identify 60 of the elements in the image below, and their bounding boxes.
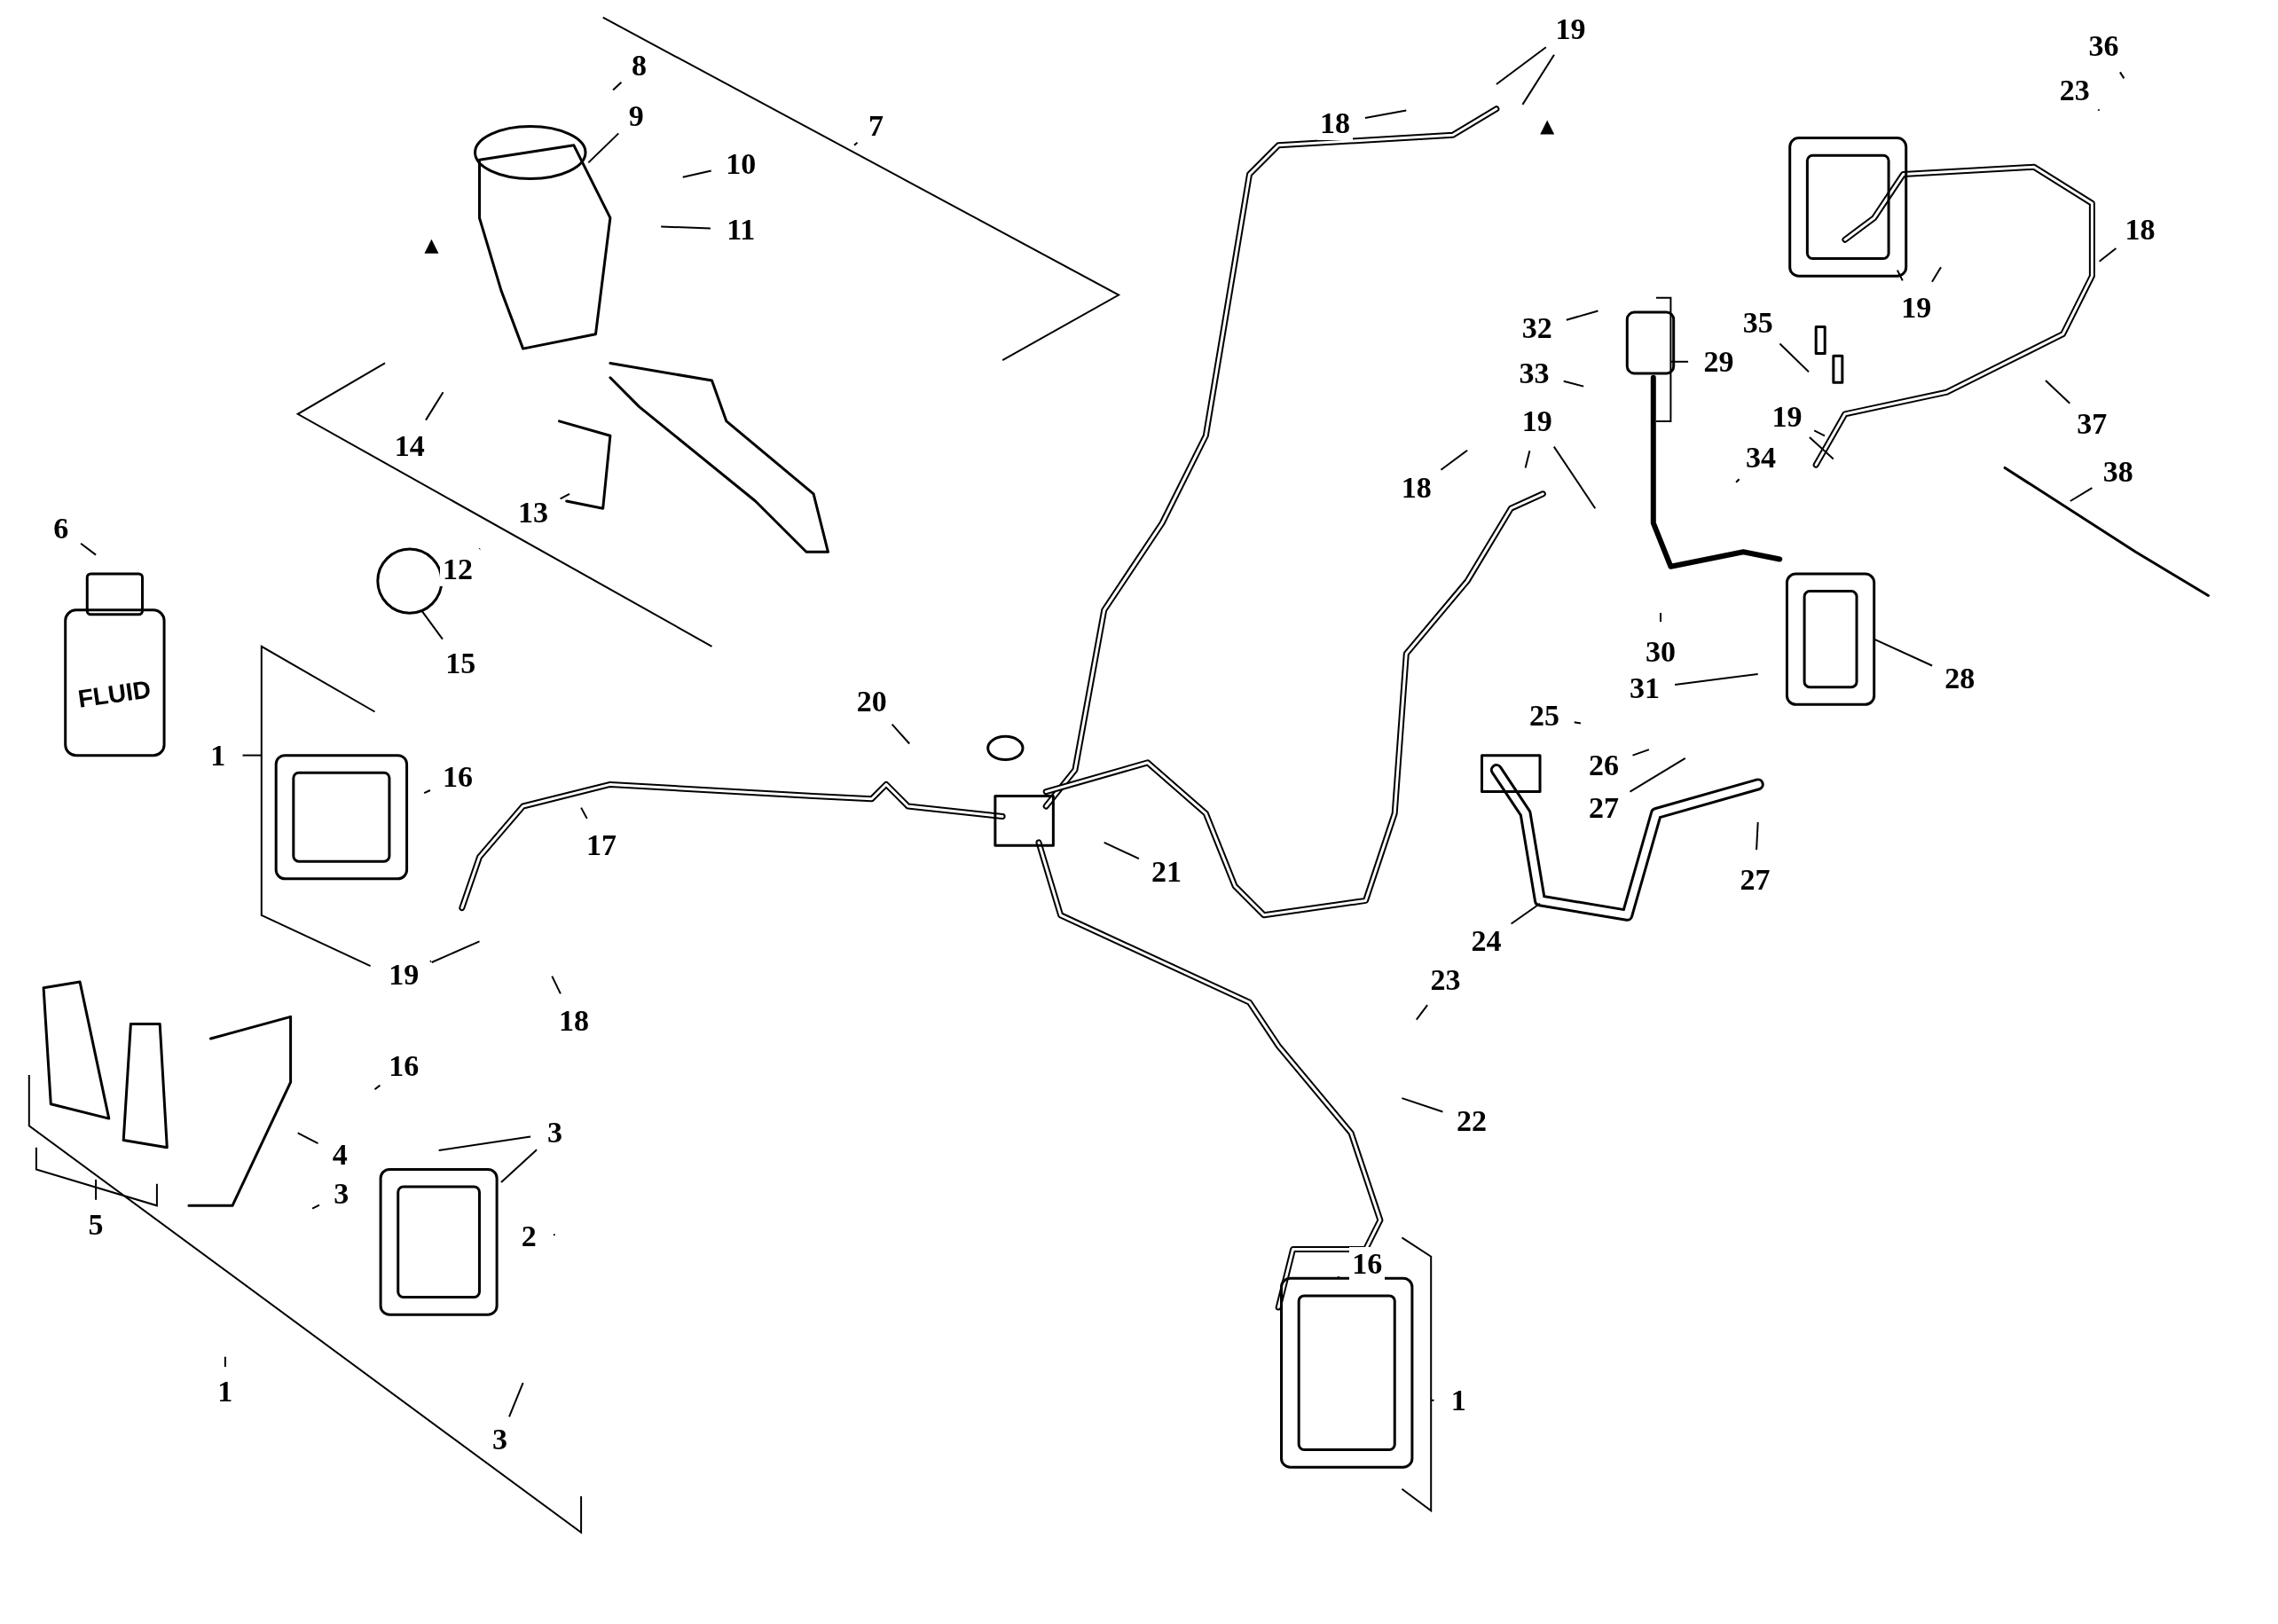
leader-line: [311, 1204, 320, 1210]
callout-number: 16: [1349, 1246, 1386, 1281]
leader-line: [1931, 266, 1942, 283]
leader-line: [80, 542, 98, 556]
bottle-label: FLUID: [76, 675, 153, 714]
leader-line: [2045, 380, 2071, 404]
leader-line: [612, 81, 623, 91]
leader-line: [580, 806, 588, 820]
leader-line: [660, 225, 711, 230]
leader-line: [224, 1355, 226, 1369]
leader-line: [1631, 749, 1650, 757]
leader-line: [1495, 46, 1547, 85]
leader-line: [1629, 757, 1686, 793]
leader-line: [2098, 247, 2117, 263]
leader-line: [1669, 360, 1690, 363]
leader-line: [1524, 450, 1531, 469]
leader-line: [425, 391, 444, 421]
leader-line: [508, 1382, 524, 1418]
leader-line: [296, 1132, 319, 1145]
leader-line: [478, 547, 481, 551]
leader-line: [430, 940, 481, 963]
leader-line: [428, 960, 433, 963]
leader-line: [420, 608, 444, 640]
leader-line: [1440, 449, 1469, 471]
leader-line: [437, 1135, 532, 1152]
leader-line: [1873, 638, 1934, 667]
leader-line: [2118, 71, 2125, 80]
leader-line: [1573, 721, 1582, 725]
leader-line: [1521, 53, 1555, 106]
leader-line: [587, 132, 620, 164]
leader-line: [1896, 269, 1904, 282]
leader-line: [2069, 487, 2093, 502]
leader-line: [1813, 429, 1826, 437]
leader-line: [1510, 902, 1541, 925]
leader-line: [500, 1149, 538, 1184]
leader-line: [559, 492, 570, 500]
leader-line: [373, 1084, 381, 1091]
leader-line: [1660, 612, 1661, 623]
leader-line: [1401, 1097, 1444, 1113]
leader-line: [1756, 821, 1759, 851]
leader-line: [1103, 841, 1140, 860]
leader-line: [1779, 342, 1810, 373]
leader-line: [853, 141, 859, 146]
leader-line: [1674, 672, 1759, 686]
leader-line: [1363, 109, 1408, 119]
leader-line: [681, 169, 712, 178]
leader-line: [1735, 478, 1740, 483]
leader-line: [423, 789, 431, 795]
leader-line: [891, 723, 911, 745]
leader-line: [1562, 380, 1585, 388]
leader-line: [1415, 1004, 1429, 1021]
leader-line: [1335, 1275, 1341, 1280]
leader-line: [1565, 310, 1599, 321]
leader-line: [1552, 445, 1597, 510]
leader-line: [551, 975, 562, 995]
leader-line: [2097, 108, 2101, 112]
leader-line: [95, 1178, 98, 1201]
leader-line: [1808, 436, 1834, 460]
leader-line: [241, 754, 263, 757]
leader-line: [1430, 1399, 1435, 1401]
